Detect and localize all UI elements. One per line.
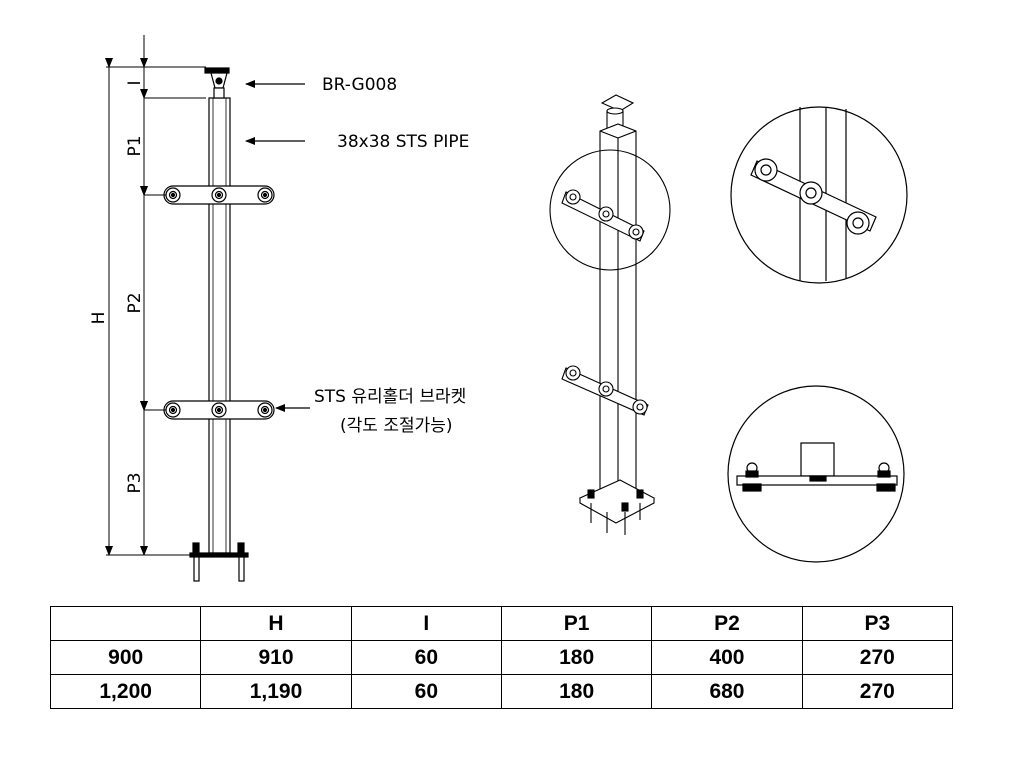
table-cell: 680 [651,674,803,709]
dim-p1-label: P1 [125,135,145,156]
table-cell: 1,200 [49,674,202,709]
table-cell: 1,190 [200,674,352,709]
top-bracket [204,67,230,99]
dim-p2-label: P2 [125,292,145,313]
detail-holder-circle [730,106,908,284]
label-pipe: 38x38 STS PIPE [337,132,469,152]
iso-holder-lower [561,365,649,416]
table-cell: 180 [500,674,653,709]
table-cell: 270 [801,674,954,709]
table-header-row: H I P1 P2 P3 [49,606,954,641]
label-holder-line2: (각도 조절가능) [340,416,453,436]
table-cell: 60 [350,640,502,675]
spec-table: H I P1 P2 P3 900 910 60 180 400 270 1,20… [49,606,954,709]
leaders [245,80,310,412]
table-cell: 400 [651,640,803,675]
table-header-cell: I [350,606,502,641]
label-model: BR-G008 [322,75,397,95]
table-cell: 60 [350,674,502,709]
glass-holder-lower [163,400,275,420]
dim-h-label: H [89,312,109,325]
table-header-cell: H [200,606,352,641]
dim-i-label: I [125,80,145,85]
technical-drawing: H I P1 P2 P3 BR-G008 38x38 STS PIPE STS … [89,35,908,582]
label-holder-line1: STS 유리홀더 브라켓 [314,387,466,407]
post-pipe [208,97,231,554]
table-cell: 910 [200,640,352,675]
dimension-lines [105,35,209,556]
table-header-cell: P1 [500,606,653,641]
detail-base-circle [727,385,905,563]
iso-holder-upper [561,189,645,242]
table-header-cell: P2 [651,606,803,641]
table-cell: 270 [801,640,954,675]
table-header-cell [49,606,202,641]
iso-base-plate [578,479,656,535]
table-cell: 180 [500,640,653,675]
table-row: 1,200 1,190 60 180 680 270 [49,674,954,709]
elevation-view [189,67,249,582]
table-header-cell: P3 [801,606,954,641]
table-cell: 900 [49,640,202,675]
isometric-view [561,94,656,535]
glass-holder-upper [163,185,275,205]
table-row: 900 910 60 180 400 270 [49,640,954,675]
iso-zoom-ring [549,149,671,271]
dim-p3-label: P3 [125,472,145,493]
